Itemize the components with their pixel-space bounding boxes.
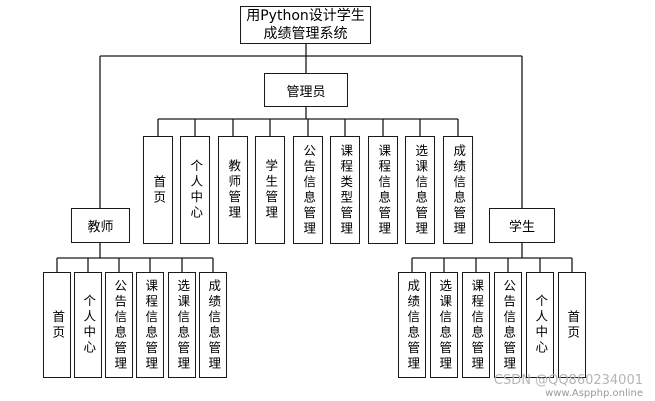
- admin-item-label: 学生管理: [263, 159, 279, 221]
- student-item-label: 选课信息管理: [437, 278, 453, 372]
- student-item: 公告信息管理: [494, 272, 522, 378]
- admin-item: 课程类型管理: [330, 136, 360, 244]
- admin-item-label: 个人中心: [188, 159, 204, 221]
- student-item: 课程信息管理: [462, 272, 490, 378]
- teacher-item: 选课信息管理: [168, 272, 196, 378]
- system-title-box: 用Python设计学生 成绩管理系统: [240, 6, 371, 44]
- student-item-label: 成绩信息管理: [405, 278, 421, 372]
- admin-item-label: 教师管理: [226, 159, 242, 221]
- admin-item-label: 课程类型管理: [338, 143, 354, 237]
- teacher-item-label: 成绩信息管理: [206, 278, 222, 372]
- student-node: 学生: [489, 208, 555, 243]
- admin-item: 课程信息管理: [368, 136, 398, 244]
- teacher-item: 课程信息管理: [136, 272, 164, 378]
- teacher-item-label: 课程信息管理: [143, 278, 159, 372]
- admin-item-label: 成绩信息管理: [451, 143, 467, 237]
- teacher-item-label: 公告信息管理: [112, 278, 128, 372]
- student-item: 个人中心: [526, 272, 554, 378]
- teacher-node: 教师: [71, 208, 130, 243]
- student-item: 成绩信息管理: [398, 272, 426, 378]
- teacher-item: 个人中心: [74, 272, 102, 378]
- admin-item-label: 公告信息管理: [301, 143, 317, 237]
- admin-item: 学生管理: [255, 136, 285, 244]
- admin-item-label: 选课信息管理: [413, 143, 429, 237]
- teacher-item: 公告信息管理: [105, 272, 133, 378]
- student-item: 首页: [558, 272, 586, 378]
- teacher-item-label: 选课信息管理: [175, 278, 191, 372]
- teacher-item: 成绩信息管理: [199, 272, 227, 378]
- system-title-line2: 成绩管理系统: [263, 26, 348, 42]
- teacher-item: 首页: [43, 272, 71, 378]
- student-item-label: 首页: [565, 309, 581, 341]
- csdn-watermark: CSDN @QQ860234001: [493, 373, 643, 388]
- admin-item: 成绩信息管理: [443, 136, 473, 244]
- admin-label: 管理员: [286, 84, 326, 100]
- student-item: 选课信息管理: [430, 272, 458, 378]
- teacher-label: 教师: [87, 220, 114, 235]
- teacher-item-label: 个人中心: [81, 294, 97, 356]
- student-item-label: 公告信息管理: [501, 278, 517, 372]
- admin-item-label: 课程信息管理: [376, 143, 392, 237]
- admin-item: 选课信息管理: [405, 136, 435, 244]
- student-item-label: 课程信息管理: [469, 278, 485, 372]
- admin-item-label: 首页: [151, 174, 167, 206]
- admin-node: 管理员: [264, 73, 348, 107]
- student-label: 学生: [508, 220, 535, 235]
- admin-item: 首页: [143, 136, 173, 244]
- student-item-label: 个人中心: [533, 294, 549, 356]
- system-title-line1: 用Python设计学生: [246, 8, 365, 24]
- teacher-item-label: 首页: [50, 309, 66, 341]
- admin-item: 个人中心: [180, 136, 210, 244]
- site-watermark: www.Aspphp.online: [545, 388, 643, 399]
- admin-item: 教师管理: [218, 136, 248, 244]
- admin-item: 公告信息管理: [293, 136, 323, 244]
